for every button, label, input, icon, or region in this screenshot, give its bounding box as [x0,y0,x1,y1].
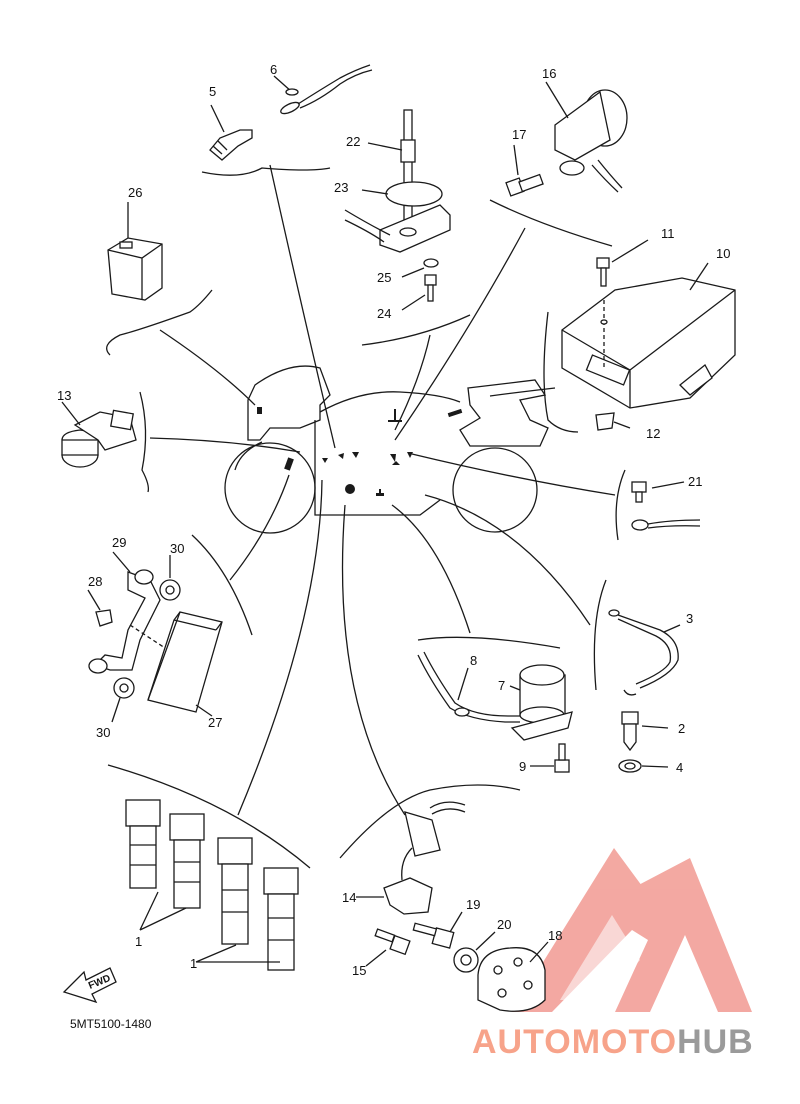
group-brackets [106,167,626,869]
watermark-prefix: AUTOMOTO [472,1023,677,1061]
part-number-label: 26 [128,185,142,200]
part-21-bolt [631,481,701,531]
part-number-label: 30 [96,725,110,740]
motorcycle-outline [224,365,549,534]
part-number-label: 1 [135,934,142,949]
watermark-text: AUTOMOTOHUB [472,1023,754,1061]
part-number-label: 16 [542,66,556,81]
leader-lines [149,164,616,816]
forward-direction-arrow: FWD [62,967,117,1004]
part-14-pickup-coil [356,801,466,915]
part-12-grommet [595,412,631,431]
part-27-battery-cover [147,611,223,717]
catalog-code: 5MT5100-1480 [70,1017,152,1031]
part-7-speed-sensor [509,664,573,741]
part-13-thermo-switch [61,401,137,468]
part-number-label: 10 [716,246,730,261]
part-number-label: 11 [661,226,675,241]
part-number-label: 22 [346,134,360,149]
part-29-bracket [88,551,166,674]
part-number-label: 24 [377,306,391,321]
part-6-wire-lead [273,64,373,115]
part-8-wire [417,651,520,723]
part-2-neutral-switch [621,711,669,752]
part-10-ecu [561,262,736,409]
part-25-washer [401,258,439,278]
part-number-labels: 1123456789101112131415161718192021222324… [57,62,730,978]
part-22-level-sensor [344,109,451,253]
part-20-washer [453,931,496,973]
part-number-label: 23 [334,180,348,195]
part-16-solenoid [545,81,628,193]
part-number-label: 3 [686,611,693,626]
part-number-label: 5 [209,84,216,99]
part-26-relay [107,202,163,301]
part-number-label: 30 [170,541,184,556]
part-11-bolt [596,239,649,287]
part-5-sensor [209,104,253,161]
part-28-nut [87,589,113,627]
part-number-label: 2 [678,721,685,736]
part-30-washer-bottom [111,677,135,723]
part-number-label: 12 [646,426,660,441]
part-number-label: 15 [352,963,366,978]
part-number-label: 17 [512,127,526,142]
part-number-label: 27 [208,715,222,730]
part-30-washer-top [159,555,181,601]
part-number-label: 28 [88,574,102,589]
part-24-screw [401,274,437,311]
part-9-bolt [530,743,570,773]
part-number-label: 9 [519,759,526,774]
part-number-label: 25 [377,270,391,285]
part-number-label: 1 [190,956,197,971]
part-number-label: 20 [497,917,511,932]
part-number-label: 29 [112,535,126,550]
part-number-label: 19 [466,897,480,912]
part-number-label: 4 [676,760,683,775]
part-1-ignition-coils [125,799,299,971]
part-3-lead-wire [608,609,681,696]
part-19-bolt [412,911,463,949]
part-15-screw [365,928,411,967]
part-17-bolt [505,144,544,197]
automotohub-logo-mark [512,848,752,1012]
part-number-label: 8 [470,653,477,668]
part-number-label: 7 [498,678,505,693]
part-number-label: 21 [688,474,702,489]
part-number-label: 18 [548,928,562,943]
part-4-gasket [618,759,669,773]
watermark-suffix: HUB [677,1023,754,1061]
part-18-rotor [477,941,549,1012]
part-number-label: 6 [270,62,277,77]
part-number-label: 13 [57,388,71,403]
part-number-label: 14 [342,890,356,905]
